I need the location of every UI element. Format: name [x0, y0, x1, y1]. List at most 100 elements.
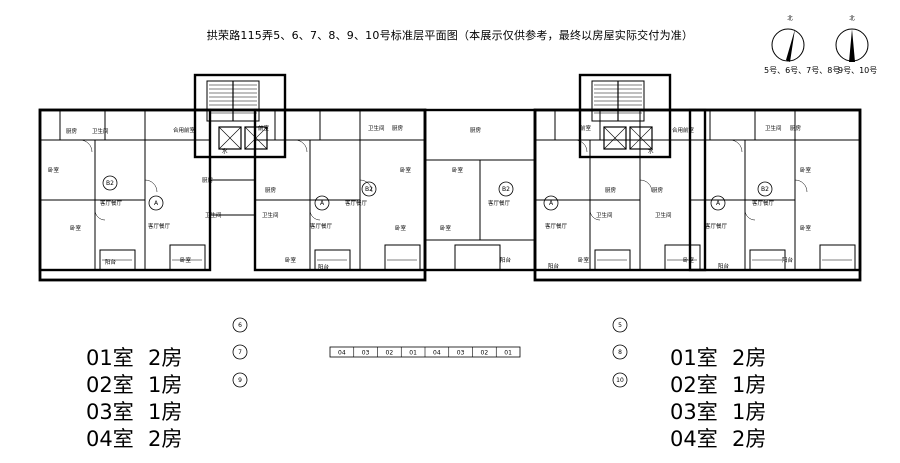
unit-tag-b2: B2 — [761, 186, 769, 193]
front-label: 前室 — [258, 124, 270, 132]
bath-label: 卫生间 — [655, 211, 672, 219]
legend-type: 2房 — [732, 346, 767, 370]
compass-2: 北 — [835, 14, 869, 62]
legend-room: 04室 — [670, 427, 718, 451]
legend-row: 03室 1房 — [86, 399, 182, 426]
unit-tag-b2: B2 — [502, 186, 510, 193]
bath-label: 卫生间 — [765, 124, 782, 132]
north-label: 北 — [787, 14, 793, 22]
legend-type: 1房 — [732, 400, 767, 424]
bedroom-label: 卧室 — [683, 256, 695, 264]
living-label: 客厅餐厅 — [100, 199, 123, 207]
building-numbers-left: 6 7 9 — [232, 317, 248, 388]
living-label: 客厅餐厅 — [148, 222, 171, 230]
unit-tag-b2: B2 — [106, 180, 114, 187]
legend-right: 01室 2房 02室 1房 03室 1房 04室 2房 — [670, 345, 766, 453]
balcony-label: 阳台 — [105, 258, 117, 266]
living-label: 客厅餐厅 — [345, 199, 368, 207]
bedroom-label: 卧室 — [452, 166, 464, 174]
building-number: 5 — [618, 322, 622, 329]
unit-tag-a: A — [549, 200, 554, 207]
legend-room: 01室 — [670, 346, 718, 370]
living-label: 客厅餐厅 — [545, 222, 568, 230]
compass-label-2: 9号、10号 — [838, 66, 878, 75]
unit-tag-b2: B2 — [365, 186, 373, 193]
north-label: 北 — [849, 14, 855, 22]
bedroom-label: 卧室 — [800, 166, 812, 174]
legend-room: 02室 — [86, 373, 134, 397]
bath-label: 卫生间 — [205, 211, 222, 219]
legend-room: 03室 — [86, 400, 134, 424]
legend-row: 04室 2房 — [670, 426, 766, 453]
bath-label: 卫生间 — [596, 211, 613, 219]
front-label: 前室 — [580, 124, 592, 132]
kitchen-label: 厨房 — [66, 127, 78, 135]
kitchen-label: 厨房 — [605, 186, 617, 194]
bedroom-label: 卧室 — [440, 224, 452, 232]
platform-label: 合用前室 — [173, 126, 196, 134]
strip-cell: 01 — [409, 350, 417, 357]
balcony-label: 阳台 — [500, 256, 512, 264]
kitchen-label: 厨房 — [652, 186, 664, 194]
bedroom-label: 卧室 — [48, 166, 60, 174]
legend-row: 01室 2房 — [670, 345, 766, 372]
bath-label: 卫生间 — [368, 124, 385, 132]
kitchen-label: 厨房 — [790, 124, 802, 132]
legend-type: 1房 — [732, 373, 767, 397]
legend-room: 02室 — [670, 373, 718, 397]
legend-type: 2房 — [732, 427, 767, 451]
compass-1: 北 — [771, 14, 805, 62]
legend-row: 03室 1房 — [670, 399, 766, 426]
legend-room: 01室 — [86, 346, 134, 370]
unit-tag-a: A — [320, 200, 325, 207]
legend-row: 02室 1房 — [670, 372, 766, 399]
building-number: 7 — [238, 349, 242, 356]
kitchen-label: 厨房 — [392, 124, 404, 132]
living-label: 客厅餐厅 — [752, 199, 775, 207]
building-number: 10 — [616, 377, 624, 384]
strip-cell: 01 — [504, 350, 512, 357]
building-right — [533, 73, 862, 282]
bedroom-label: 卧室 — [800, 224, 812, 232]
kitchen-label: 厨房 — [202, 176, 214, 184]
balcony-label: 阳台 — [782, 256, 794, 264]
building-number: 8 — [618, 349, 622, 356]
bedroom-label: 卧室 — [578, 256, 590, 264]
strip-cell: 02 — [481, 350, 489, 357]
legend-room: 03室 — [670, 400, 718, 424]
balcony-label: 阳台 — [548, 262, 560, 270]
living-label: 客厅餐厅 — [310, 222, 333, 230]
unit-tag-a: A — [154, 200, 159, 207]
balcony-label: 阳台 — [318, 263, 330, 271]
bedroom-label: 卧室 — [400, 166, 412, 174]
strip-cell: 04 — [433, 350, 441, 357]
bedroom-label: 卧室 — [285, 256, 297, 264]
bath-label: 卫生间 — [92, 127, 109, 135]
building-number: 9 — [238, 377, 242, 384]
building-numbers-right: 5 8 10 — [612, 317, 628, 388]
bath-label: 卫生间 — [262, 211, 279, 219]
building-number: 6 — [238, 322, 242, 329]
kitchen-label: 厨房 — [265, 186, 277, 194]
balcony-label: 阳台 — [718, 262, 730, 270]
legend-type: 1房 — [148, 400, 183, 424]
strip-cell: 03 — [362, 350, 370, 357]
bedroom-label: 卧室 — [70, 224, 82, 232]
legend-room: 04室 — [86, 427, 134, 451]
building-middle — [423, 108, 537, 272]
platform-label: 合用前室 — [672, 126, 695, 134]
legend-type: 1房 — [148, 373, 183, 397]
compass-label-1: 5号、6号、7号、8号 — [764, 66, 841, 75]
water-label: 水 — [648, 147, 654, 155]
unit-tag-a: A — [716, 200, 721, 207]
unit-tags: B2 A A B2 B2 A A B2 — [102, 175, 773, 211]
water-label: 水 — [222, 147, 228, 155]
bedroom-label: 卧室 — [395, 224, 407, 232]
bedroom-label: 卧室 — [180, 256, 192, 264]
page-title: 拱荣路115弄5、6、7、8、9、10号标准层平面图（本展示仅供参考，最终以房屋… — [206, 29, 694, 42]
kitchen-label: 厨房 — [470, 126, 482, 134]
building-left — [38, 73, 427, 282]
